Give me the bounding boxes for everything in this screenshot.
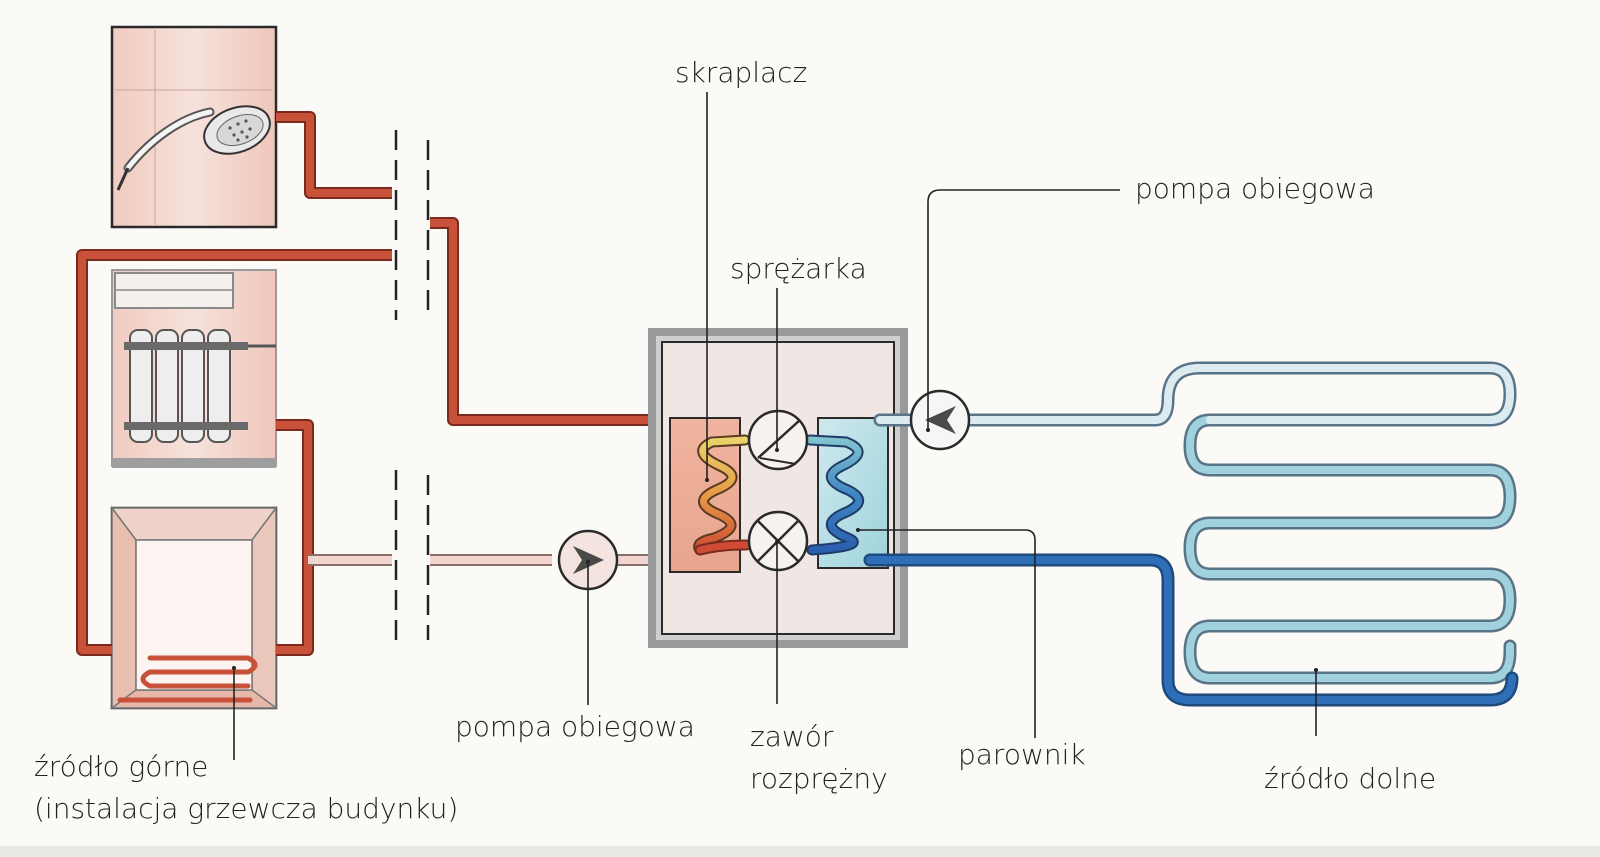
label-compressor: sprężarka xyxy=(730,252,867,285)
compressor-icon xyxy=(747,409,809,471)
shower-head-icon xyxy=(116,105,271,191)
label-pump-top: pompa obiegowa xyxy=(1135,172,1375,205)
coil-icon xyxy=(117,655,258,703)
heat-pump-unit xyxy=(648,328,908,648)
evaporator-coil-icon xyxy=(804,434,864,556)
label-upper-source-line1: źródło górne xyxy=(34,750,208,783)
label-upper-source-line2: (instalacja grzewcza budynku) xyxy=(34,792,458,825)
radiator-icon xyxy=(124,329,276,443)
label-evaporator: parownik xyxy=(958,738,1086,771)
label-valve-line1: zawór xyxy=(750,720,834,753)
ground-loop-pipes xyxy=(863,361,1519,707)
building-upper-source xyxy=(109,25,279,710)
pump-icon xyxy=(909,389,971,451)
condenser-coil-icon xyxy=(693,434,752,556)
label-pump-bottom: pompa obiegowa xyxy=(455,710,695,743)
bottom-strip xyxy=(0,846,1600,857)
storage-tank xyxy=(109,505,279,710)
label-lower-source: źródło dolne xyxy=(1264,762,1436,795)
leader-lines xyxy=(232,92,1318,760)
label-condenser: skraplacz xyxy=(675,56,807,89)
labels: skraplacz sprężarka pompa obiegowa pompa… xyxy=(34,56,1436,825)
label-valve-line2: rozprężny xyxy=(750,762,888,795)
pipe-break-marks xyxy=(394,130,430,640)
